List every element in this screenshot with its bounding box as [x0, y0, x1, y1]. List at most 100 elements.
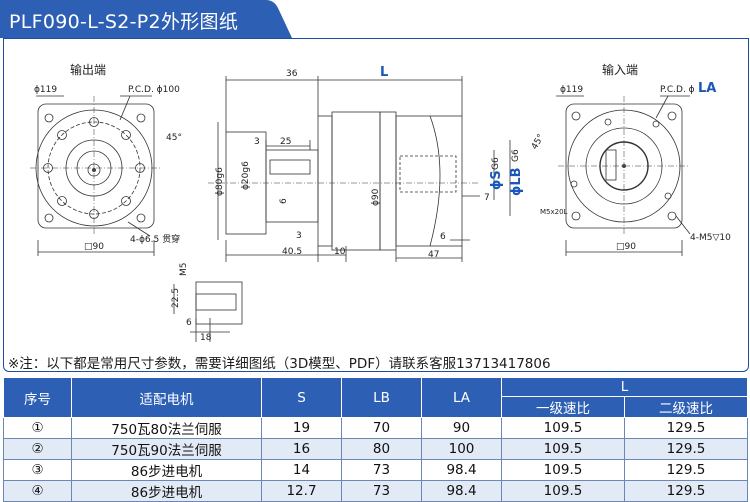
side-ring — [317, 115, 333, 247]
input-tap-hole — [664, 192, 672, 200]
side-3b-dim: 3 — [296, 231, 302, 241]
side-36-dim: 36 — [286, 69, 298, 79]
input-tap-hole — [652, 120, 660, 128]
page-title: PLF090-L-S2-P2外形图纸 — [9, 11, 239, 33]
output-corner-hole — [44, 213, 54, 223]
side-10-dim: 10 — [334, 247, 346, 257]
output-corner-hole — [44, 113, 54, 123]
output-bolt-hole — [121, 196, 131, 206]
side-40-5-dim: 40.5 — [282, 247, 302, 257]
output-corner-hole — [136, 113, 146, 123]
cell-lb: 73 — [341, 459, 422, 481]
input-diameter-dim: ϕ119 — [560, 85, 583, 95]
output-bolt-hole — [57, 196, 67, 206]
side-input-flange — [395, 115, 463, 247]
header-motor: 适配电机 — [71, 377, 262, 418]
side-d20-dim: ϕ20g6 — [241, 161, 251, 190]
side-25-dim: 25 — [280, 137, 291, 147]
side-6-dim: 6 — [279, 198, 289, 204]
cell-no: ④ — [3, 480, 72, 502]
side-body — [331, 111, 381, 251]
side-keyway — [269, 159, 311, 175]
cell-l2: 129.5 — [624, 438, 748, 460]
header-la: LA — [421, 377, 502, 418]
side-7-dim: 7 — [484, 193, 490, 203]
cell-l1: 109.5 — [501, 417, 625, 439]
side-length-dim: L — [380, 65, 388, 80]
cell-no: ② — [3, 438, 72, 460]
cell-la: 98.4 — [421, 480, 502, 502]
header-s: S — [261, 377, 342, 418]
output-bolt-hole — [121, 130, 131, 140]
cell-la: 90 — [421, 417, 502, 439]
cell-no: ③ — [3, 459, 72, 481]
input-corner-hole — [571, 111, 581, 121]
input-pcd-dim: P.C.D. ϕ — [660, 85, 695, 95]
cell-l2: 129.5 — [624, 459, 748, 481]
cell-motor: 86步进电机 — [71, 459, 262, 481]
table-row: ③ 86步进电机 14 73 98.4 109.5 129.5 — [3, 459, 748, 481]
input-corner-hole — [667, 211, 677, 221]
output-diameter-dim: ϕ119 — [34, 85, 57, 95]
cell-la: 100 — [421, 438, 502, 460]
cell-l2: 129.5 — [624, 417, 748, 439]
input-holes-dim: 4-M5▽10 — [690, 233, 731, 243]
side-lb-dim: ϕLB — [509, 167, 524, 196]
side-lb-tolerance: G6 — [511, 149, 521, 162]
cell-lb: 73 — [341, 480, 422, 502]
header-lb: LB — [341, 377, 422, 418]
side-3-dim: 3 — [254, 137, 260, 147]
output-holes-dim: 4-ϕ6.5 贯穿 — [130, 233, 180, 245]
cell-l1: 109.5 — [501, 459, 625, 481]
input-tap-hole — [570, 180, 578, 188]
output-bolt-hole — [57, 130, 67, 140]
side-shaft-s-dim: ϕS — [489, 170, 504, 190]
input-coupling-slot — [605, 149, 617, 181]
cell-s: 16 — [261, 438, 342, 460]
key-18-dim: 18 — [200, 333, 212, 343]
side-s-tolerance: G6 — [491, 157, 501, 170]
side-input-bore — [399, 155, 457, 193]
cell-s: 19 — [261, 417, 342, 439]
cell-motor: 86步进电机 — [71, 480, 262, 502]
cell-la: 98.4 — [421, 459, 502, 481]
input-corner-hole — [571, 211, 581, 221]
side-47-dim: 47 — [428, 250, 439, 260]
header-l: L — [501, 377, 748, 397]
contact-note: ※注：以下都是常用尺寸参数，需要详细图纸（3D模型、PDF）请联系客服13713… — [8, 356, 551, 372]
table-row: ① 750瓦80法兰伺服 19 70 90 109.5 129.5 — [3, 417, 748, 439]
key-detail-slot — [195, 293, 237, 311]
technical-drawing: 输出端 输入端 ϕ119 P.C.D. ϕ100 45° 4-ϕ6.5 贯穿 □… — [30, 62, 731, 343]
cell-lb: 80 — [341, 438, 422, 460]
output-square-dim: □90 — [84, 242, 104, 252]
spec-table: 序号 适配电机 S LB LA L 一级速比 二级速比 ① 750瓦80法兰伺服… — [3, 377, 748, 502]
cell-l1: 109.5 — [501, 480, 625, 502]
input-angle-dim: 45° — [530, 133, 547, 152]
side-6b-dim: 6 — [440, 232, 446, 242]
cell-s: 12.7 — [261, 480, 342, 502]
cell-no: ① — [3, 417, 72, 439]
input-end-label: 输入端 — [602, 62, 638, 77]
input-corner-hole — [667, 111, 677, 121]
title-tab — [0, 0, 292, 38]
header-no: 序号 — [3, 377, 72, 418]
input-m5-dim: M5x20L — [540, 208, 568, 216]
side-d90-dim: ϕ90 — [371, 188, 381, 206]
key-22-5-dim: 22.5 — [171, 288, 181, 308]
key-detail-outline — [195, 281, 243, 325]
key-m5-dim: M5 — [179, 263, 189, 277]
cell-motor: 750瓦80法兰伺服 — [71, 417, 262, 439]
header-l-stage2: 二级速比 — [624, 396, 748, 418]
side-body-2 — [379, 111, 397, 251]
output-flange — [37, 103, 155, 229]
output-corner-hole — [136, 213, 146, 223]
cell-lb: 70 — [341, 417, 422, 439]
cell-s: 14 — [261, 459, 342, 481]
output-angle-dim: 45° — [166, 133, 182, 143]
side-flange-curve — [429, 115, 441, 247]
side-d80-dim: ϕ80g6 — [215, 167, 225, 196]
input-square-dim: □90 — [616, 242, 636, 252]
key-6-dim: 6 — [186, 318, 192, 328]
cell-l2: 129.5 — [624, 480, 748, 502]
drawing-frame — [3, 38, 749, 372]
